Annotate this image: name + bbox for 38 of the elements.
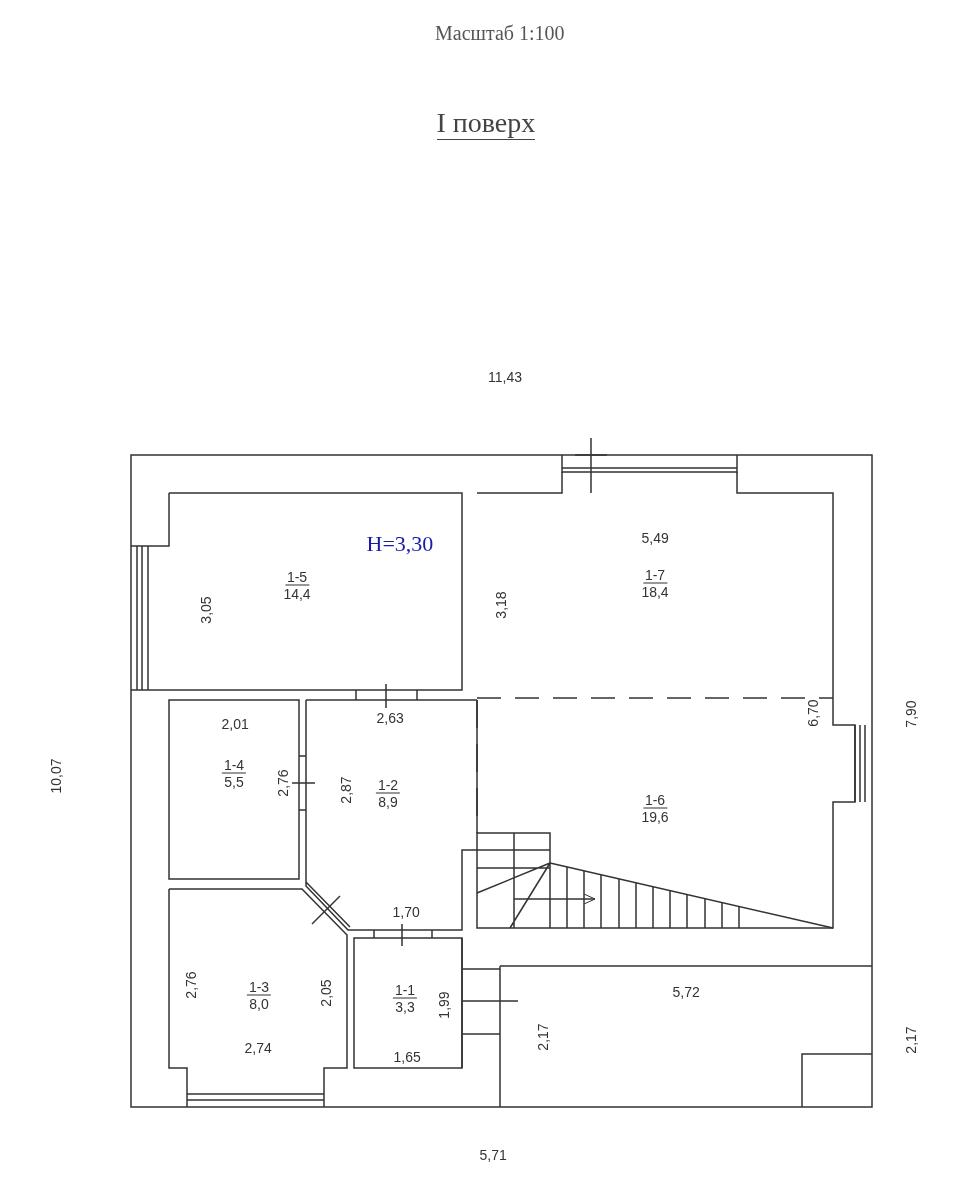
scale-note: Масштаб 1:100: [435, 23, 565, 43]
floor-title: I поверх: [436, 108, 536, 140]
dimension-value: 2,87: [338, 776, 353, 804]
room-area-value: 19,6: [641, 808, 669, 824]
room-number: 1-6: [642, 792, 668, 809]
room-area-value: 3,3: [395, 998, 415, 1014]
dimension-value: 2,76: [275, 769, 290, 797]
dimension-value: 2,17: [903, 1026, 918, 1054]
room-area-value: 8,9: [378, 793, 398, 809]
room-number: 1-7: [642, 567, 668, 584]
room-number: 1-2: [375, 777, 401, 794]
dimension-value: 3,05: [198, 596, 213, 624]
dimension-value: 5,72: [672, 985, 700, 999]
dimension-value: 1,70: [392, 905, 420, 919]
room-number: 1-3: [246, 979, 272, 996]
room-area-value: 18,4: [641, 583, 669, 599]
room-area-value: 14,4: [283, 585, 311, 601]
dimension-value: 2,76: [183, 971, 198, 999]
ceiling-height-note: H=3,30: [366, 533, 434, 555]
room-area-value: 8,0: [249, 995, 269, 1011]
room-area-value: 5,5: [224, 773, 244, 789]
dimension-value: 3,18: [493, 591, 508, 619]
dimension-value: 2,01: [221, 717, 249, 731]
dimension-value: 2,05: [318, 979, 333, 1007]
dimension-value: 5,71: [479, 1148, 507, 1162]
room-number: 1-5: [284, 569, 310, 586]
dimension-value: 2,63: [376, 711, 404, 725]
dimension-value: 11,43: [488, 370, 522, 384]
dimension-value: 5,49: [641, 531, 669, 545]
dimension-value: 2,17: [535, 1023, 550, 1051]
dimension-value: 1,99: [436, 991, 451, 1019]
room-number: 1-1: [392, 982, 418, 999]
dimension-value: 7,90: [903, 700, 918, 728]
dimension-value: 6,70: [805, 699, 820, 727]
dimension-value: 2,74: [244, 1041, 272, 1055]
dimension-value: 10,07: [48, 758, 62, 794]
dimension-value: 1,65: [393, 1050, 421, 1064]
room-number: 1-4: [221, 757, 247, 774]
